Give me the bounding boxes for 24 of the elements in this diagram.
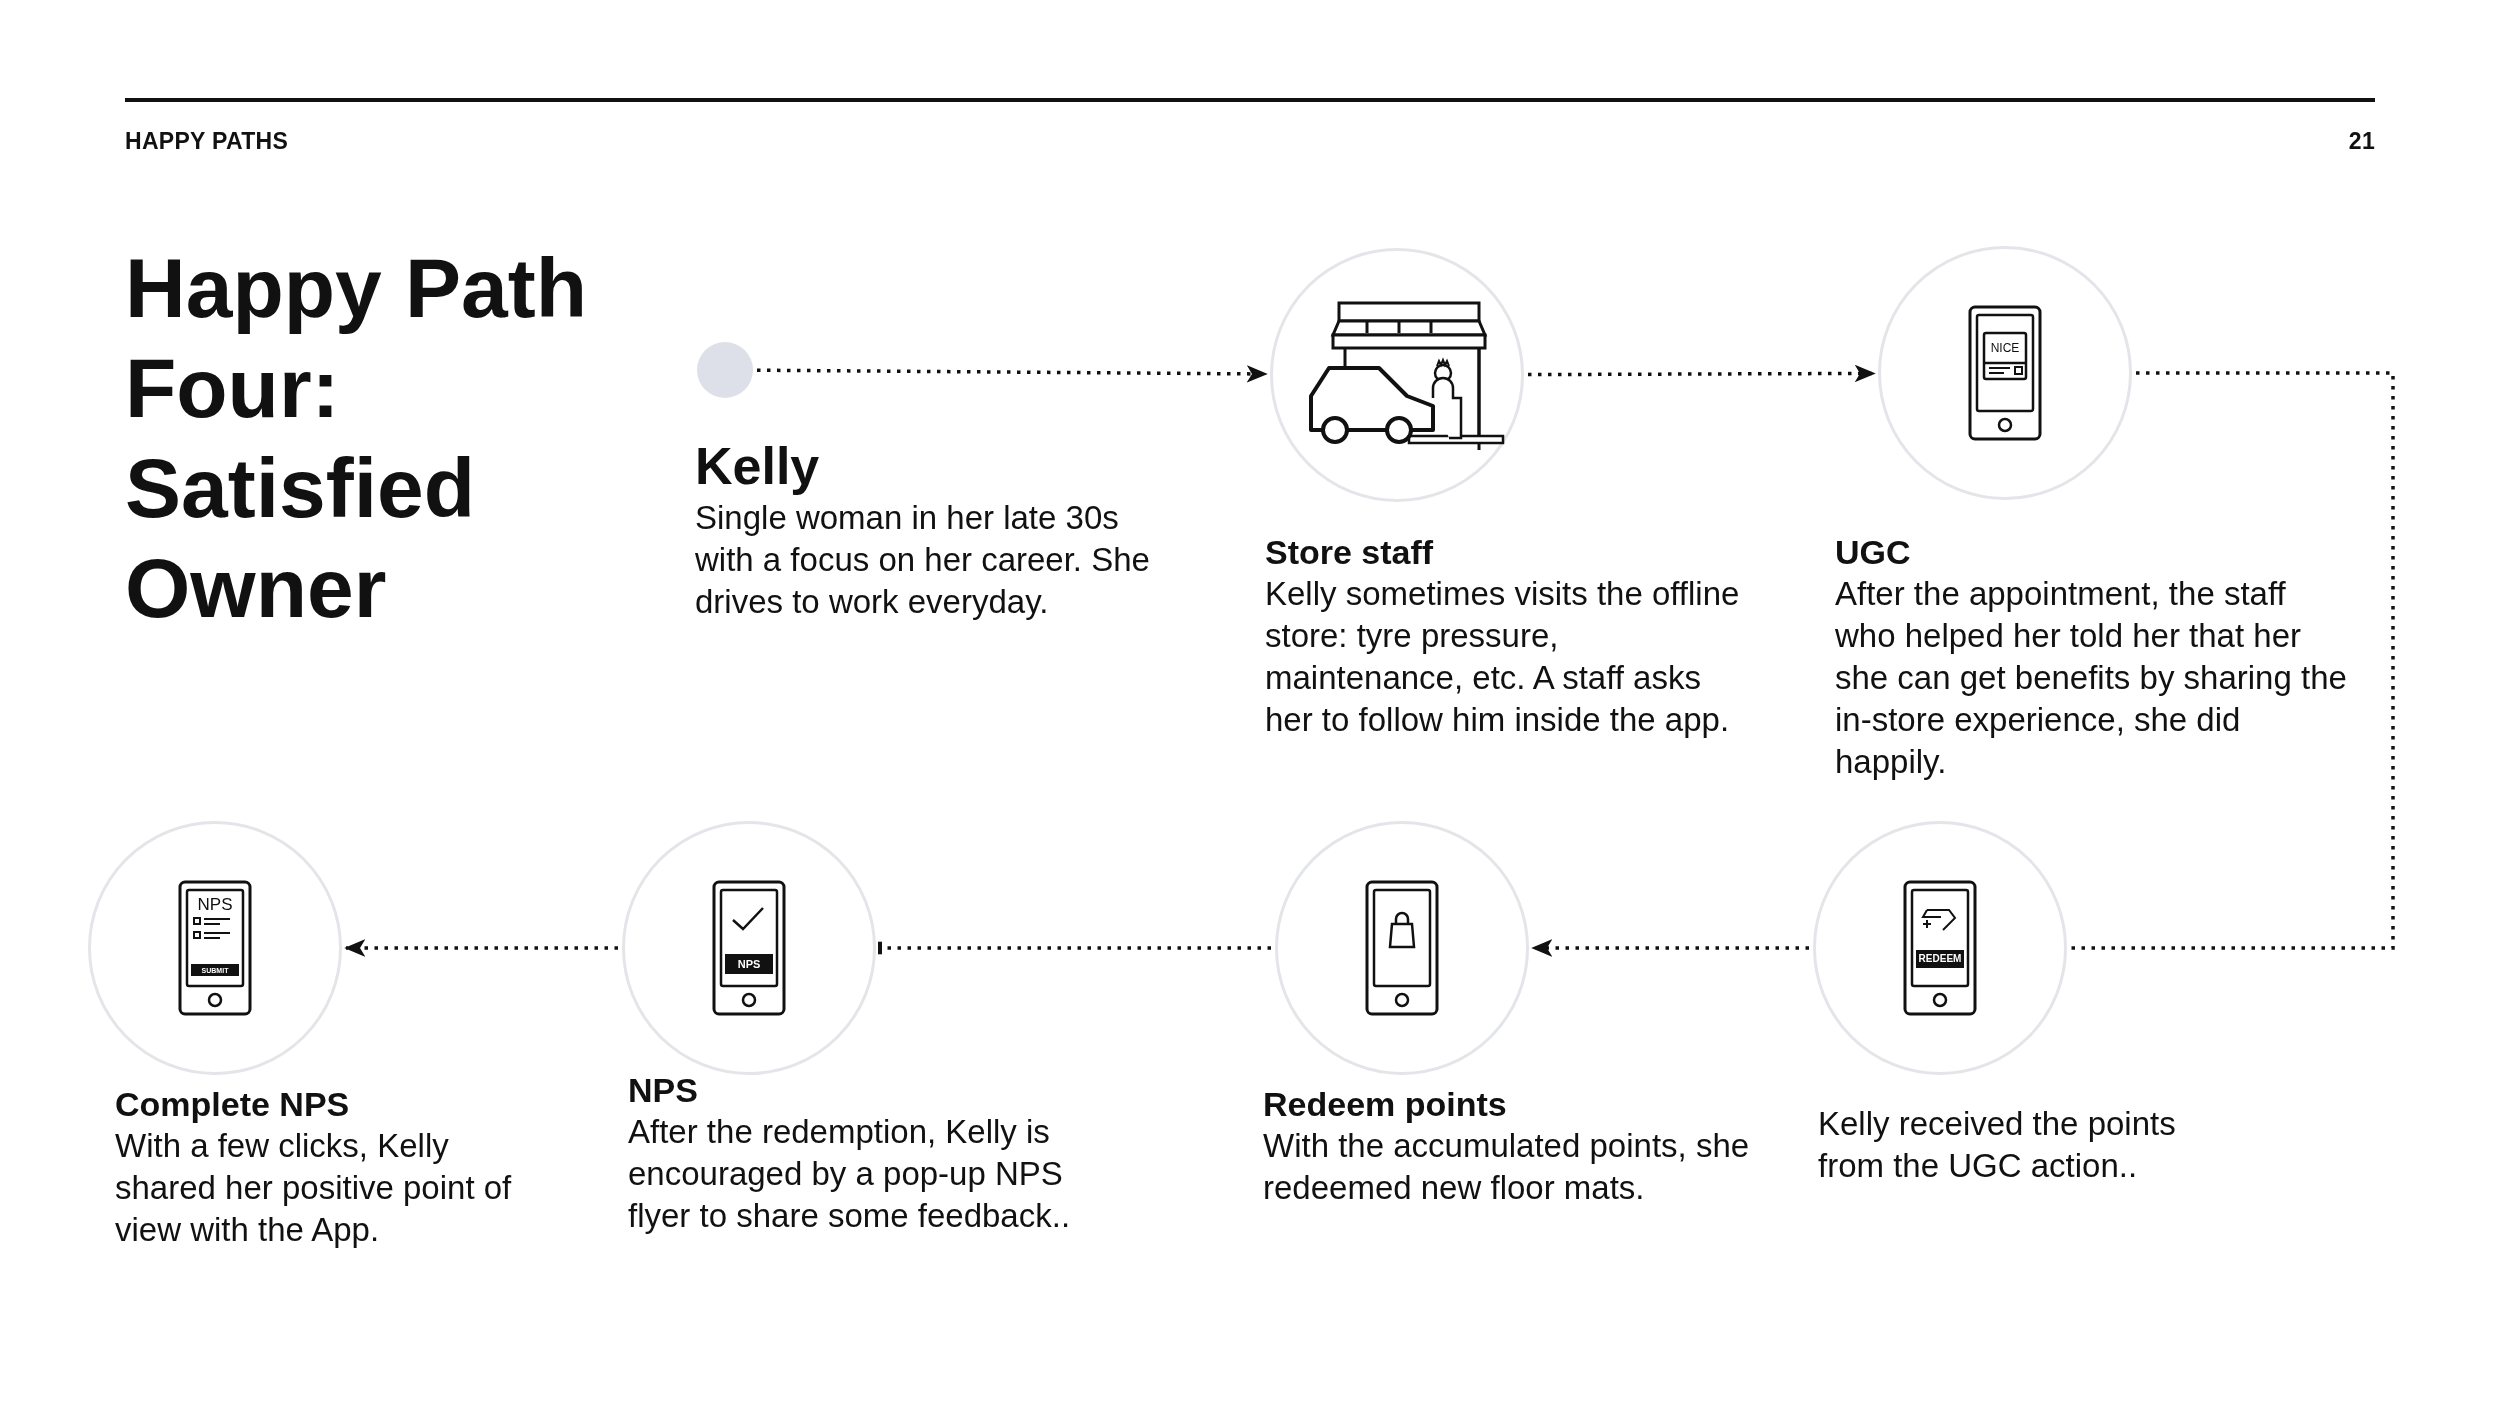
dotted-arrow: [1531, 939, 1809, 957]
step-description: With a few clicks, Kelly shared her positive point of view with the App.: [115, 1126, 513, 1250]
step-description: After the redemption, Kelly is encouraged by a pop-up NPS flyer to share some feedback..: [628, 1112, 1072, 1236]
nps-tag: NPS: [725, 954, 773, 974]
dotted-arrow: [1528, 364, 1876, 383]
redeem-tag: REDEEM: [1916, 950, 1964, 968]
persona-name: Kelly: [695, 436, 821, 497]
dotted-arrow: [757, 365, 1268, 383]
step-description: Single woman in her late 30s with a focus on her career. She drives to work everyday.: [695, 498, 1151, 622]
step-heading: Store staff: [1265, 532, 1435, 573]
screen-text: NICE: [1989, 340, 2021, 357]
screen-text: NPS: [196, 894, 234, 914]
page-number: 21: [2348, 128, 2375, 155]
step-description: Kelly received the points from the UGC action..: [1818, 1104, 2177, 1186]
section-label: HAPPY PATHS: [125, 128, 289, 155]
step-heading: Redeem points: [1263, 1084, 1508, 1125]
step-heading: UGC: [1835, 532, 1912, 573]
title: Happy Path Four: Satisfied Owner: [125, 240, 589, 637]
step-heading: Complete NPS: [115, 1084, 351, 1125]
step-description: With the accumulated points, she redeemed new floor mats.: [1263, 1126, 1751, 1208]
step-heading: NPS: [628, 1070, 699, 1111]
dotted-arrow: [344, 939, 618, 957]
step-description: Kelly sometimes visits the offline store: tyre pressure, maintenance, etc. A staff asks her to follow him inside the app.: [1265, 574, 1741, 740]
step-description: After the appointment, the staff who helped her told her that her she can get benefits by sharing the in-store experience, she did happily.: [1835, 574, 2348, 782]
